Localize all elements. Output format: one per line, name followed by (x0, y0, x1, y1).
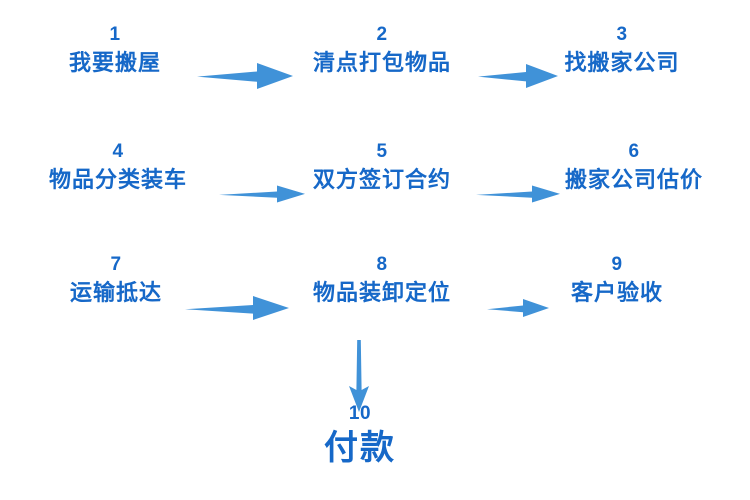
step-number: 1 (109, 24, 121, 45)
step-label: 物品装卸定位 (312, 280, 452, 305)
flow-step-7[interactable]: 7 运输抵达 (70, 254, 162, 310)
flow-step-5[interactable]: 5 双方签订合约 (313, 141, 451, 197)
step-number: 4 (112, 141, 124, 162)
step-number: 2 (376, 24, 388, 45)
step-label: 清点打包物品 (312, 50, 452, 75)
arrow-right-icon-2 (478, 64, 558, 88)
step-number: 5 (376, 141, 388, 162)
step-number: 7 (110, 254, 122, 275)
flow-step-9[interactable]: 9 客户验收 (571, 254, 663, 310)
arrow-right-icon-4 (476, 185, 560, 203)
step-label: 运输抵达 (69, 280, 163, 305)
flow-step-10[interactable]: 10 付款 (324, 403, 396, 471)
step-number: 9 (611, 254, 623, 275)
step-label: 付款 (324, 429, 396, 467)
step-label: 双方签订合约 (312, 167, 452, 192)
step-number: 8 (376, 254, 388, 275)
step-number: 6 (628, 141, 640, 162)
step-label: 搬家公司估价 (564, 167, 704, 192)
arrow-right-icon-5 (185, 296, 289, 320)
step-label: 我要搬屋 (68, 50, 162, 75)
arrow-right-icon-3 (219, 185, 305, 203)
flow-step-8[interactable]: 8 物品装卸定位 (313, 254, 451, 310)
step-number: 3 (616, 24, 628, 45)
flow-step-3[interactable]: 3 找搬家公司 (564, 24, 679, 80)
step-label: 客户验收 (570, 280, 664, 305)
arrow-down-icon-1 (349, 340, 369, 412)
flow-step-4[interactable]: 4 物品分类装车 (49, 141, 187, 197)
flow-step-1[interactable]: 1 我要搬屋 (69, 24, 161, 80)
step-number: 10 (348, 403, 372, 424)
flow-step-6[interactable]: 6 搬家公司估价 (565, 141, 703, 197)
step-label: 物品分类装车 (48, 167, 188, 192)
arrow-right-icon-1 (197, 63, 293, 89)
flow-step-2[interactable]: 2 清点打包物品 (313, 24, 451, 80)
arrow-right-icon-6 (487, 299, 549, 317)
step-label: 找搬家公司 (564, 50, 680, 75)
